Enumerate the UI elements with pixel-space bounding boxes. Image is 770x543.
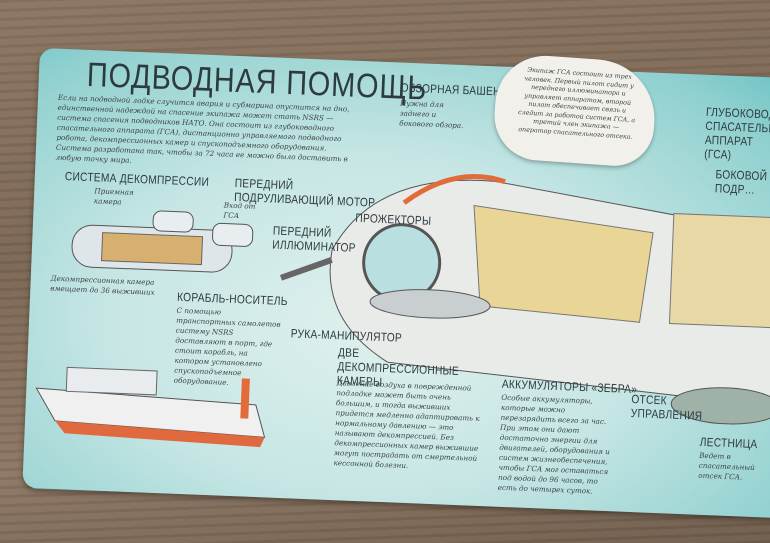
submarine-illustration [279,174,770,425]
label-control: Отсек управления [630,392,703,423]
label-gsa: Глубоководный спасательный аппарат (ГСА) [704,104,770,162]
ship-illustration [35,366,266,448]
book-page: ПОДВОДНАЯ ПОМОЩЬ Если на подводной лодке… [22,48,770,519]
label-transfer-chamber: Приемная камера [93,186,134,207]
two-chambers-text: Давление воздуха в поврежденной подлодке… [333,378,480,471]
batteries-text: Особые аккумуляторы, которые можно перез… [497,392,611,496]
decompression-chamber-illustration [71,210,254,273]
label-lights: Прожекторы [355,210,432,228]
crew-text: Экипаж ГСА состоит из трех человек. Перв… [517,66,636,141]
ship-text: С помощью транспортных самолетов систему… [173,305,281,387]
ladder-text: Ведет в спасательный отсек ГСА. [698,450,755,482]
label-ladder: Лестница [699,434,758,452]
label-front-illuminator: Передний иллюминатор [272,223,357,255]
tower-text: Нужна для заднего и бокового обзора. [399,98,464,131]
label-side: Боковой подр… [714,167,768,197]
illustrations [35,174,770,448]
